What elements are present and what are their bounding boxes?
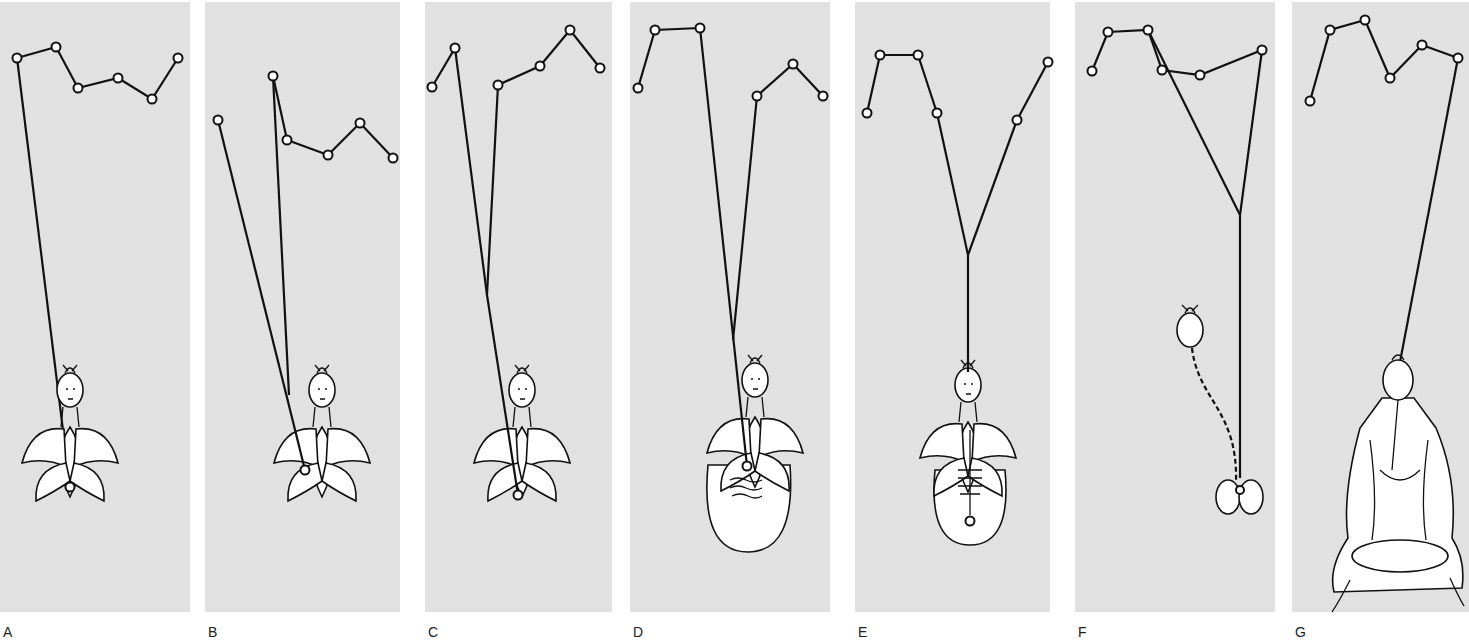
panel-letter: E xyxy=(858,624,867,640)
panel-letter: F xyxy=(1078,624,1087,640)
panel-letter: G xyxy=(1295,624,1306,640)
panel-letter: B xyxy=(208,624,217,640)
panel-box: A xyxy=(0,2,190,612)
panel-letter: A xyxy=(3,624,12,640)
panel-box: G xyxy=(1292,2,1469,612)
panel-box: E xyxy=(855,2,1050,612)
panel-box: B xyxy=(205,2,400,612)
panel-box: D xyxy=(630,2,830,612)
panel-box: F xyxy=(1075,2,1275,612)
panel-box: C xyxy=(425,2,612,612)
panel-letter: D xyxy=(633,624,643,640)
panel-letter: C xyxy=(428,624,438,640)
